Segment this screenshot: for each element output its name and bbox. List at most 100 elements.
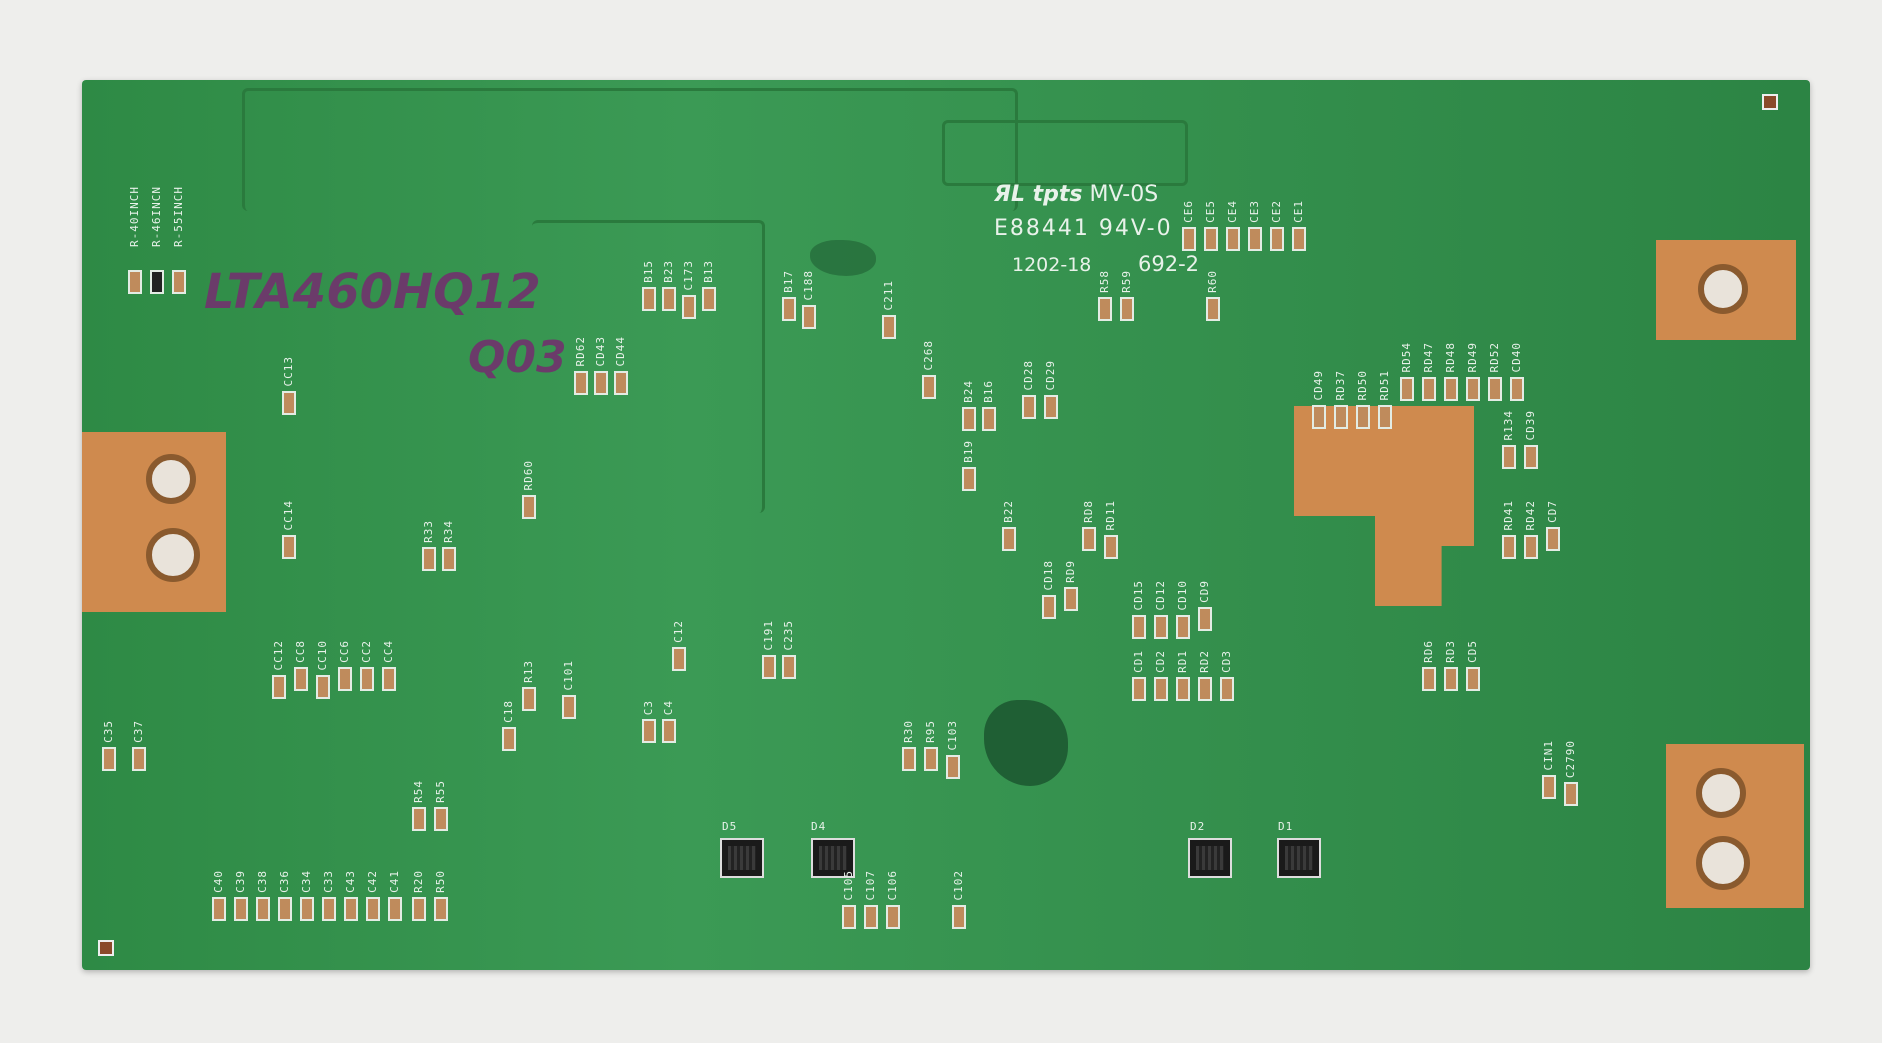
smd-component [360, 666, 374, 691]
smd-component [256, 896, 270, 921]
smd-component [672, 646, 686, 671]
component-label: R58 [1098, 270, 1111, 293]
mounting-pad-right-bottom [1666, 744, 1804, 908]
smd-component [662, 286, 676, 311]
component-label: C12 [672, 620, 685, 643]
smd-component [366, 896, 380, 921]
board-code: 692-2 [1138, 252, 1200, 276]
smd-component [1132, 614, 1146, 639]
component-label: R55 [434, 780, 447, 803]
component-label: CC13 [282, 356, 295, 387]
smd-component [1378, 404, 1392, 429]
smd-component [282, 390, 296, 415]
component-label: RD50 [1356, 370, 1369, 401]
smd-component [282, 534, 296, 559]
component-label: C105 [842, 870, 855, 901]
smd-component [412, 896, 426, 921]
marking-line1: MV-0S [1089, 182, 1159, 207]
smd-component [1502, 534, 1516, 559]
component-label: CD49 [1312, 370, 1325, 401]
component-label: CE5 [1204, 200, 1217, 223]
component-label: CE3 [1248, 200, 1261, 223]
fiducial-marker [1762, 94, 1778, 110]
component-label: C107 [864, 870, 877, 901]
component-label: CD2 [1154, 650, 1167, 673]
smd-component [1510, 376, 1524, 401]
ul-marking: ЯL tpts MV-0S [994, 182, 1159, 207]
smd-component [864, 904, 878, 929]
component-label: C211 [882, 280, 895, 311]
component-label: R134 [1502, 410, 1515, 441]
component-label: B16 [982, 380, 995, 403]
smd-component [1334, 404, 1348, 429]
component-label: R33 [422, 520, 435, 543]
component-label: C191 [762, 620, 775, 651]
component-label: R34 [442, 520, 455, 543]
component-label: CD12 [1154, 580, 1167, 611]
component-label: CD5 [1466, 640, 1479, 663]
component-label: R54 [412, 780, 425, 803]
smd-component [574, 370, 588, 395]
smd-component [662, 719, 676, 744]
component-label: C103 [946, 720, 959, 751]
component-label: CD40 [1510, 342, 1523, 373]
smd-component [1198, 606, 1212, 631]
component-label: C3 [642, 700, 655, 716]
smd-component [1502, 444, 1516, 469]
component-label: RD51 [1378, 370, 1391, 401]
component-label: R20 [412, 870, 425, 893]
smd-component [412, 806, 426, 831]
component-label: R30 [902, 720, 915, 743]
component-label: B19 [962, 440, 975, 463]
smd-component [1356, 404, 1370, 429]
smd-component [842, 904, 856, 929]
component-label: C38 [256, 870, 269, 893]
mounting-hole [1696, 768, 1746, 818]
smd-component [702, 286, 716, 311]
component-label: CD44 [614, 336, 627, 367]
mounting-hole [1696, 836, 1750, 890]
ic-chip-d5 [720, 838, 764, 878]
smd-component [1312, 404, 1326, 429]
component-label: RD54 [1400, 342, 1413, 373]
component-label: CD18 [1042, 560, 1055, 591]
smd-component [1466, 666, 1480, 691]
component-label: CE2 [1270, 200, 1283, 223]
smd-component [1176, 676, 1190, 701]
smd-component [614, 370, 628, 395]
smd-component [1120, 296, 1134, 321]
smd-component [1002, 526, 1016, 551]
component-label: RD9 [1064, 560, 1077, 583]
smd-component [522, 686, 536, 711]
component-label: C102 [952, 870, 965, 901]
smd-component [1198, 676, 1212, 701]
chip-label: D2 [1190, 820, 1206, 833]
smd-component [522, 494, 536, 519]
smd-component [562, 694, 576, 719]
smd-component [1182, 226, 1196, 251]
smd-component [1564, 782, 1578, 807]
mounting-hole [146, 528, 200, 582]
component-label: CD43 [594, 336, 607, 367]
smd-component [1444, 376, 1458, 401]
smd-component [338, 666, 352, 691]
component-label: R50 [434, 870, 447, 893]
smd-component [278, 896, 292, 921]
component-label: CC14 [282, 500, 295, 531]
smd-component [922, 374, 936, 399]
component-label: RD11 [1104, 500, 1117, 531]
smd-component [434, 896, 448, 921]
smd-component [1542, 774, 1556, 799]
component-label: R59 [1120, 270, 1133, 293]
smd-component [1220, 676, 1234, 701]
trace-bus [242, 88, 1018, 211]
component-label: CD29 [1044, 360, 1057, 391]
component-label: CD1 [1132, 650, 1145, 673]
component-label: CE4 [1226, 200, 1239, 223]
component-label: B17 [782, 270, 795, 293]
smd-component [782, 296, 796, 321]
smd-component [1546, 526, 1560, 551]
smd-component [1400, 376, 1414, 401]
smd-component [1044, 394, 1058, 419]
component-label: CE1 [1292, 200, 1305, 223]
